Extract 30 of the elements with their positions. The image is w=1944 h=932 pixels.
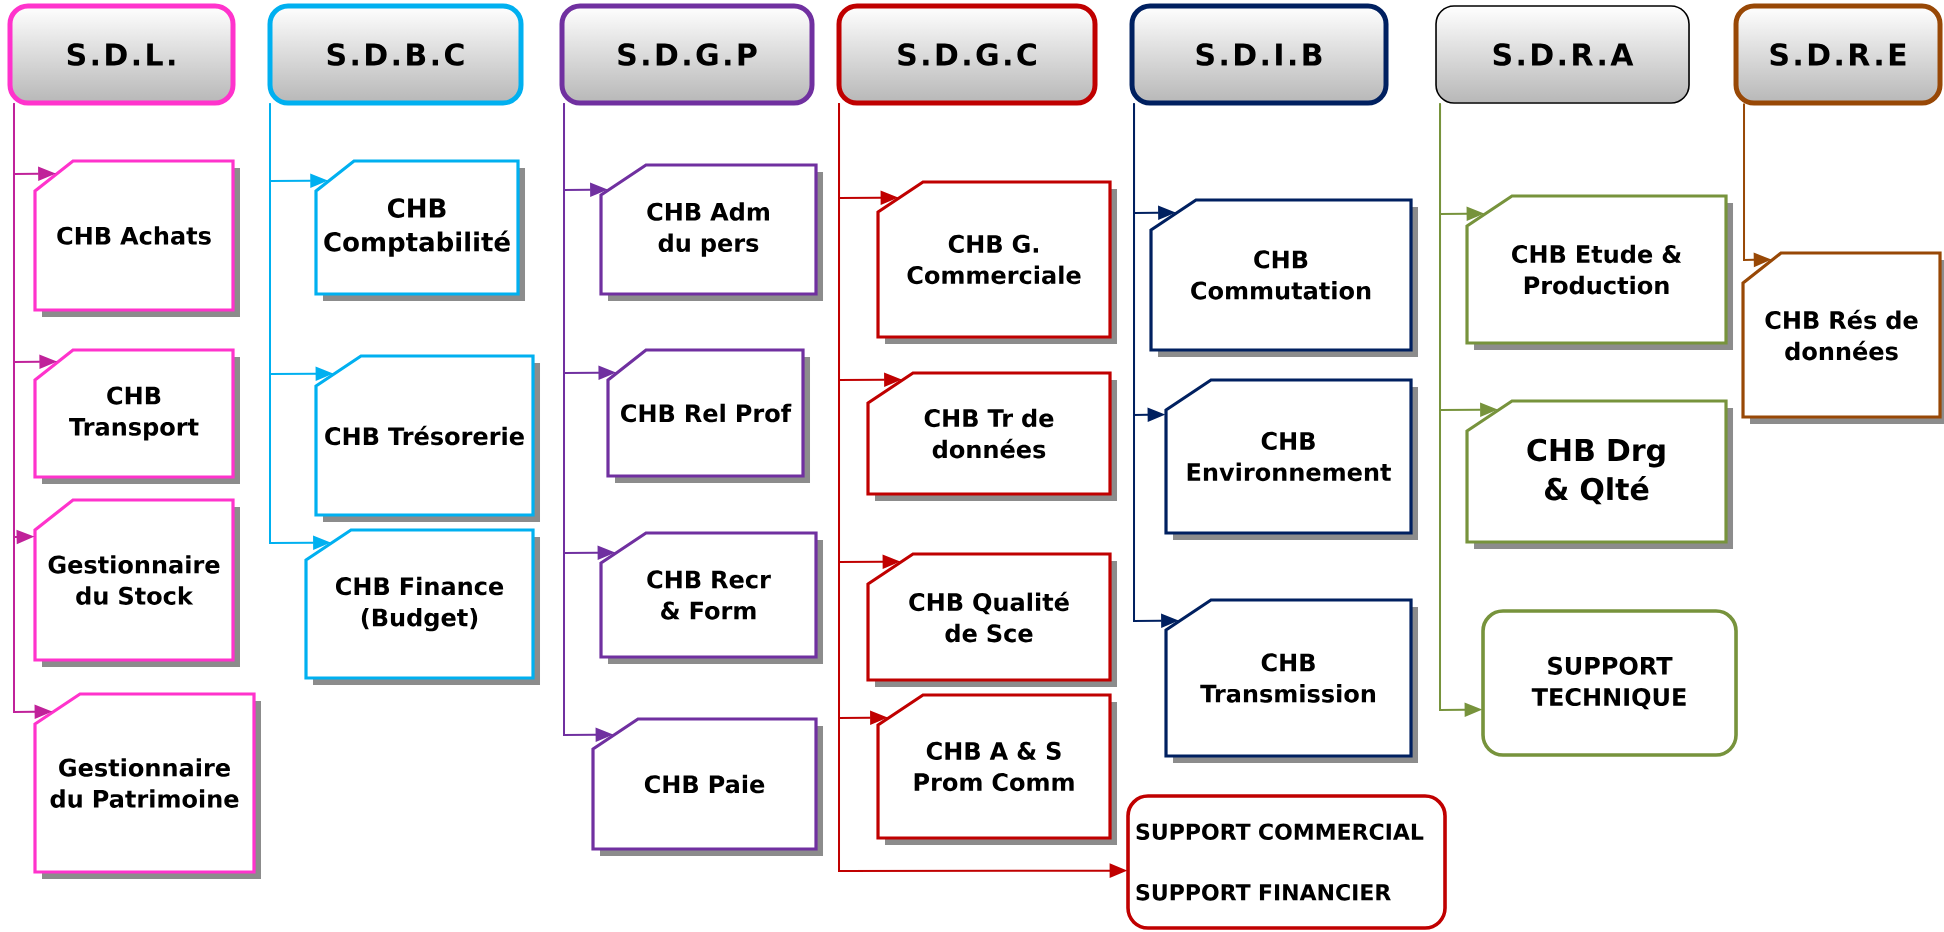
unit-box: CHB Drg & Qlté	[1465, 399, 1733, 549]
header-box: S.D.R.A	[1435, 5, 1690, 104]
header-box: S.D.G.C	[836, 3, 1098, 106]
unit-box: CHB Commutation	[1149, 198, 1418, 357]
header-box: S.D.G.P	[559, 3, 815, 106]
unit-box: CHB Paie	[591, 717, 823, 856]
unit-box: CHB Comptabilité	[314, 159, 525, 301]
unit-box: CHB Etude & Production	[1465, 194, 1733, 350]
support-box: SUPPORT TECHNIQUE	[1481, 609, 1738, 757]
header-box: S.D.B.C	[267, 3, 524, 106]
header-box: S.D.R.E	[1733, 3, 1943, 106]
header-box: S.D.I.B	[1129, 3, 1389, 106]
unit-box: CHB Adm du pers	[599, 163, 823, 301]
unit-box: CHB Recr & Form	[599, 531, 823, 664]
unit-box: CHB Tr de données	[866, 371, 1117, 501]
unit-box: Gestionnaire du Patrimoine	[33, 692, 261, 879]
unit-box: CHB Trésorerie	[314, 354, 540, 522]
unit-box: CHB Environnement	[1164, 378, 1418, 540]
unit-box: CHB Rel Prof	[606, 348, 810, 483]
unit-box: Gestionnaire du Stock	[33, 498, 240, 667]
unit-box: CHB A & S Prom Comm	[876, 693, 1117, 845]
unit-box: CHB Qualité de Sce	[866, 552, 1117, 687]
unit-box: CHB Achats	[33, 159, 240, 317]
unit-box: CHB Rés de données	[1741, 251, 1944, 424]
unit-box: CHB Transmission	[1164, 598, 1418, 763]
support-box: SUPPORT COMMERCIAL SUPPORT FINANCIER	[1126, 794, 1447, 930]
header-box: S.D.L.	[7, 3, 236, 106]
unit-box: CHB Transport	[33, 348, 240, 484]
unit-box: CHB G. Commerciale	[876, 180, 1117, 344]
unit-box: CHB Finance (Budget)	[304, 528, 540, 685]
